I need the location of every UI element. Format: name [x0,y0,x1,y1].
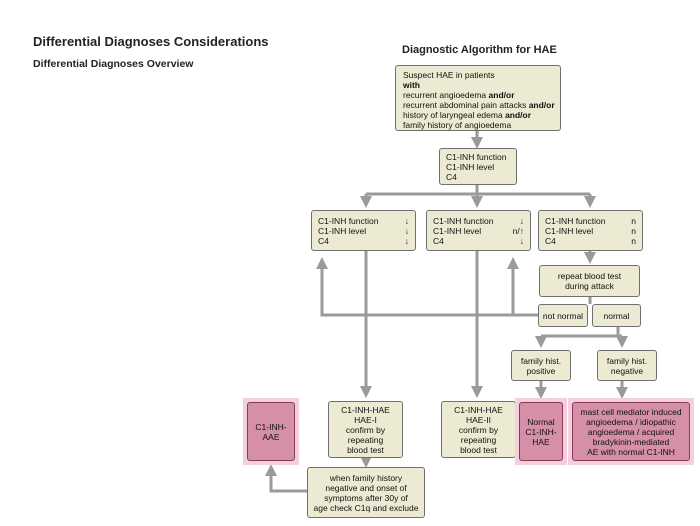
hae1-line: confirm by [345,424,386,435]
test-line: C1-INH level [446,162,495,172]
family-hist-positive-box: family hist. positive [511,350,571,381]
arrow-when-to-aae [265,464,307,493]
repeat-line: repeat blood test [557,271,622,281]
aae-line: C1-INH- [255,421,287,432]
when-line: when family history [329,472,403,483]
hae2-line: repeating [460,434,497,445]
when-line: age check C1q and exclude [313,502,419,513]
hae1-box: C1-INH-HAE HAE-I confirm by repeating bl… [328,401,403,458]
hae1-line: HAE-I [354,414,377,425]
suspect-hae-box: Suspect HAE in patients with recurrent a… [395,65,561,131]
suspect-item: recurrent angioedema and/or [403,90,515,100]
fam-pos-line: family hist. [520,355,562,366]
suspect-intro: Suspect HAE in patients [403,70,495,80]
arrow-not-normal-back [316,257,538,317]
mast-cell-box: mast cell mediator induced angioedema / … [572,402,690,461]
page-subtitle: Differential Diagnoses Overview [33,58,194,70]
repeat-test-box: repeat blood test during attack [539,265,640,297]
mast-line: angioedema / acquired [587,426,675,437]
suspect-item: history of laryngeal edema and/or [403,110,532,120]
repeat-line: during attack [565,281,614,291]
result-box-hae1: C1-INH function↓ C1-INH level↓ C4↓ [311,210,416,251]
when-line: symptoms after 30y of [324,492,408,503]
suspect-with: with [403,80,420,90]
hae2-box: C1-INH-HAE HAE-II confirm by repeating b… [441,401,516,458]
hae2-line: blood test [460,444,497,455]
normal-branch [541,327,620,338]
result-row: C1-INH function↓ [433,216,524,226]
test-line: C1-INH function [446,152,507,162]
mast-line: angioedema / idiopathic [586,416,676,427]
hae2-line: HAE-II [465,414,492,425]
normal-label: normal [603,310,630,321]
result-row: C4↓ [433,236,524,246]
hae2-line: C1-INH-HAE [454,404,503,415]
suspect-item: recurrent abdominal pain attacks and/or [403,100,555,110]
diagram-title: Diagnostic Algorithm for HAE [402,44,557,56]
result-row: C1-INH level↓ [318,226,409,236]
page-title: Differential Diagnoses Considerations [33,34,269,49]
result-row: C4↓ [318,236,409,246]
c1-inh-aae-box: C1-INH- AAE [247,402,295,461]
result-row: C1-INH function↓ [318,216,409,226]
normal-hae-line: C1-INH- [525,426,557,437]
not-normal-box: not normal [538,304,588,327]
when-line: negative and onset of [325,482,407,493]
fam-pos-line: positive [526,365,556,376]
not-normal-label: not normal [542,310,584,321]
when-family-history-box: when family history negative and onset o… [307,467,425,518]
hae1-line: C1-INH-HAE [341,404,390,415]
suspect-item: family history of angioedema [403,120,512,130]
fam-neg-line: family hist. [606,355,648,366]
hae2-line: confirm by [458,424,499,435]
aae-line: AAE [262,431,280,442]
test-box: C1-INH function C1-INH level C4 [439,148,517,185]
mast-line: mast cell mediator induced [580,406,682,417]
hae1-line: blood test [347,444,384,455]
hae1-line: repeating [347,434,384,445]
family-hist-negative-box: family hist. negative [597,350,657,381]
normal-hae-line: HAE [532,436,550,447]
normal-c1-inh-hae-box: Normal C1-INH- HAE [519,402,563,461]
normal-hae-line: Normal [527,416,555,427]
normal-box: normal [592,304,641,327]
fam-neg-line: negative [610,365,644,376]
mast-line: AE with normal C1-INH [587,446,675,457]
mast-line: bradykinin-mediated [592,436,670,447]
test-line: C4 [446,172,457,182]
